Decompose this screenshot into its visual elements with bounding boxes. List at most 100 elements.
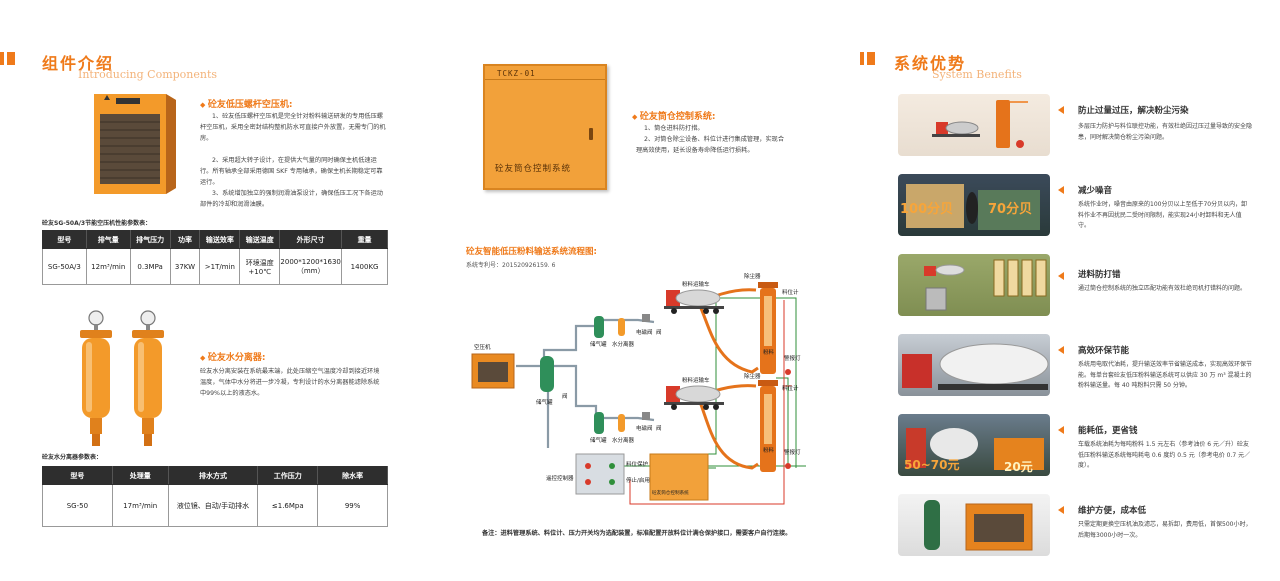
panel-label: 砼友筒仓控制系统 bbox=[495, 164, 572, 174]
table-cell: ≤1.6Mpa bbox=[257, 484, 319, 527]
silo-heading: 砼友筒仓控制系统: bbox=[632, 109, 716, 122]
benefit-5-image: 50~70元 20元 bbox=[898, 414, 1050, 476]
label-solenoid-bottom: 电磁阀 bbox=[636, 426, 653, 432]
compressor-spec-table: 型号 排气量 排气压力 功率 输送效率 输送温度 外形尺寸 重量 SG-50A/… bbox=[42, 230, 388, 285]
label-valve-top: 阀 bbox=[656, 330, 662, 336]
label-ctrl-box: 砼友筒仓控制系统 bbox=[652, 491, 689, 496]
panel-code: TCKZ-01 bbox=[497, 69, 536, 78]
table-cell: 0.3MPa bbox=[129, 248, 171, 285]
compressor-heading: 砼友低压螺杆空压机: bbox=[200, 97, 293, 110]
label-valve-bottom: 阀 bbox=[656, 426, 662, 432]
benefit-5-title: 能耗低，更省钱 bbox=[1078, 426, 1138, 436]
benefit-2-label-b: 70分贝 bbox=[988, 202, 1033, 217]
col-header: 排水方式 bbox=[167, 466, 259, 485]
label-solenoid-top: 电磁阀 bbox=[636, 330, 653, 336]
panel-handle bbox=[589, 128, 593, 140]
benefit-1-image bbox=[898, 94, 1050, 156]
benefit-6-text: 只需定期更换空压机油及滤芯，易拆卸，费用低，首保500小时，后期每3000小时一… bbox=[1078, 521, 1252, 539]
benefit-1-text: 多层压力防护与料位联控功能，有效杜绝因过压过量导致的安全隐患，同时解决筒仓粉尘污… bbox=[1078, 123, 1253, 141]
silo-para-1: 1、筒仓进料防打措。 bbox=[644, 125, 704, 132]
label-dust-top: 除尘器 bbox=[744, 274, 761, 280]
table-cell: >1T/min bbox=[199, 248, 241, 285]
section-title-components: 组件介绍 bbox=[42, 54, 115, 73]
label-level-top: 料位计 bbox=[782, 290, 799, 296]
benefit-1-title: 防止过量过压，解决粉尘污染 bbox=[1078, 106, 1189, 116]
label-air-tank-bottom: 储气罐 bbox=[590, 438, 607, 444]
benefit-3-text: 通过筒仓控制系统的独立匹配功能有效杜绝司机打错料的问题。 bbox=[1078, 285, 1247, 292]
benefit-4-image bbox=[898, 334, 1050, 396]
benefit-5-pointer bbox=[1058, 426, 1064, 434]
table-cell: 液位镜、自动/手动排水 bbox=[167, 484, 259, 527]
label-stop: 停止/启用 bbox=[626, 478, 650, 484]
label-truck-bottom: 粉料运输车 bbox=[682, 378, 710, 384]
benefit-4-pointer bbox=[1058, 346, 1064, 354]
section-subtitle-components: Introducing Components bbox=[78, 68, 218, 81]
label-alarm-top: 警报灯 bbox=[784, 356, 801, 362]
compressor-image bbox=[86, 88, 178, 196]
label-compressor: 空压机 bbox=[474, 345, 491, 351]
label-water-sep-bottom: 水分离器 bbox=[612, 438, 635, 444]
table-cell: SG-50A/3 bbox=[42, 248, 87, 285]
label-level-bottom: 料位计 bbox=[782, 386, 799, 392]
table-cell: 2000*1200*1630（mm） bbox=[279, 248, 343, 285]
label-air-tank-top: 储气罐 bbox=[590, 342, 607, 348]
col-header: 排气量 bbox=[85, 230, 131, 249]
flow-note: 备注：进料管理系统、料位计、压力开关均为选配装置，标准配置开放料位计满仓保护接口… bbox=[482, 530, 792, 537]
col-header: 外形尺寸 bbox=[279, 230, 343, 249]
table-cell: 99% bbox=[317, 484, 388, 527]
table-cell: 37KW bbox=[169, 248, 201, 285]
label-remote: 遥控控制器 bbox=[546, 476, 574, 482]
col-header: 功率 bbox=[169, 230, 201, 249]
patent-number: 系统专利号：201520926159. 6 bbox=[466, 262, 556, 269]
benefit-1-pointer bbox=[1058, 106, 1064, 114]
benefit-2-image: 100分贝 70分贝 bbox=[898, 174, 1050, 236]
separator-spec-table: 型号 处理量 排水方式 工作压力 除水率 SG-50 17m³/min 液位镜、… bbox=[42, 466, 388, 527]
table-cell: 17m³/min bbox=[111, 484, 169, 527]
table-cell: SG-50 bbox=[42, 484, 113, 527]
col-header: 输送温度 bbox=[239, 230, 281, 249]
col-header: 输送效率 bbox=[199, 230, 241, 249]
benefit-5-label-b: 20元 bbox=[1004, 460, 1033, 474]
header-bars-left bbox=[0, 52, 15, 65]
benefit-2-label-a: 100分贝 bbox=[900, 202, 954, 217]
col-header: 工作压力 bbox=[257, 466, 319, 485]
section-subtitle-benefits: System Benefits bbox=[932, 68, 1022, 81]
benefit-5-text: 车载系统油耗为每吨粉料 1.5 元左右（参考油价 6 元／升）砼友低压粉料输送系… bbox=[1078, 441, 1251, 469]
flow-diagram: 空压机 储气罐 储气罐 储气罐 水分离器 水分离器 电磁阀 阀 电磁阀 阀 阀 … bbox=[466, 268, 806, 516]
compressor-para-2: 2、采用超大转子设计，在提供大气量的同时确保主机低速运行。所有轴承全部采用德国 … bbox=[200, 157, 383, 186]
label-protect: 料位保护 bbox=[626, 462, 649, 468]
col-header: 型号 bbox=[42, 230, 87, 249]
flow-title: 砼友智能低压粉料输送系统流程图: bbox=[466, 247, 597, 257]
label-dust-bottom: 除尘器 bbox=[744, 374, 761, 380]
benefit-3-image bbox=[898, 254, 1050, 316]
table-cell: 12m³/min bbox=[85, 248, 131, 285]
separator-heading: 砼友水分离器: bbox=[200, 350, 266, 363]
benefit-2-title: 减少噪音 bbox=[1078, 186, 1113, 196]
benefit-2-text: 系统作业时，噪音由原来的100分贝以上至低于70分贝以内，卸料作业不再因扰民二受… bbox=[1078, 201, 1248, 229]
label-valve-main: 阀 bbox=[562, 394, 568, 400]
benefit-6-title: 维护方便，成本低 bbox=[1078, 506, 1147, 516]
benefit-6-image bbox=[898, 494, 1050, 556]
section-title-benefits: 系统优势 bbox=[894, 54, 967, 73]
compressor-table-caption: 砼友SG-50A/3节能空压机性能参数表： bbox=[42, 220, 152, 227]
col-header: 重量 bbox=[341, 230, 388, 249]
benefit-4-title: 高效环保节能 bbox=[1078, 346, 1130, 356]
table-cell: 1400KG bbox=[341, 248, 388, 285]
silo-para-2: 2、对筒仓除尘设备、料位计进行集成管理，实现合理高效使用，延长设备寿命降低运行损… bbox=[636, 136, 785, 154]
compressor-para-3: 3、系统增加独立的强制润滑油泵设计，确保低压工况下各运动部件的冷却和润滑油膜。 bbox=[200, 190, 383, 208]
label-air-tank: 储气罐 bbox=[536, 400, 553, 406]
benefit-3-pointer bbox=[1058, 272, 1064, 280]
benefit-6-pointer bbox=[1058, 506, 1064, 514]
separator-table-caption: 砼友水分离器参数表： bbox=[42, 454, 103, 461]
benefit-3-title: 进料防打错 bbox=[1078, 270, 1121, 280]
label-powder-bottom: 粉料 bbox=[763, 448, 775, 454]
col-header: 处理量 bbox=[111, 466, 169, 485]
col-header: 除水率 bbox=[317, 466, 388, 485]
table-cell: 环境温度+10℃ bbox=[239, 248, 281, 285]
water-separator-image bbox=[72, 308, 180, 452]
benefit-2-pointer bbox=[1058, 186, 1064, 194]
control-panel-image: TCKZ-01 砼友筒仓控制系统 bbox=[483, 64, 607, 190]
label-alarm-bottom: 警报灯 bbox=[784, 450, 801, 456]
compressor-para-1: 1、砼友低压螺杆空压机是完全针对粉料输送研发的专用低压螺杆空压机，采用全密封结构… bbox=[200, 113, 386, 142]
label-truck-top: 粉料运输车 bbox=[682, 282, 710, 288]
